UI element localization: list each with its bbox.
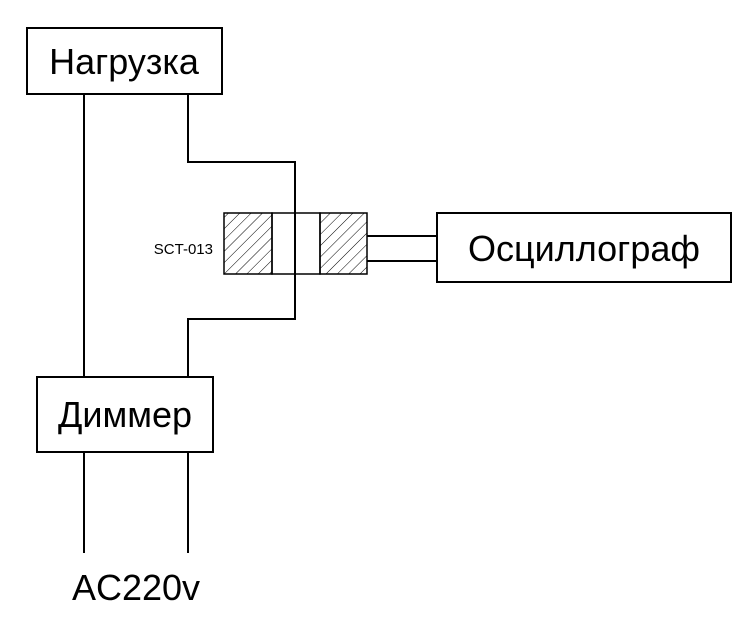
load-box [26, 27, 223, 95]
sensor-core-left-hatched [223, 212, 273, 275]
dimmer-box [36, 376, 214, 453]
load-block: Нагрузка [26, 27, 223, 95]
dimmer-block: Диммер [36, 376, 214, 453]
oscilloscope-box [436, 212, 732, 283]
current-sensor: SCT-013 [154, 212, 368, 275]
oscilloscope-label: Осциллограф [468, 228, 700, 269]
sensor-label: SCT-013 [154, 241, 213, 258]
sensor-core-right-hatched [319, 212, 368, 275]
wires [83, 94, 437, 553]
dimmer-label: Диммер [58, 394, 192, 435]
power-label: AC220v [72, 567, 200, 608]
oscilloscope-block: Осциллограф [436, 212, 732, 283]
load-label: Нагрузка [49, 41, 200, 82]
